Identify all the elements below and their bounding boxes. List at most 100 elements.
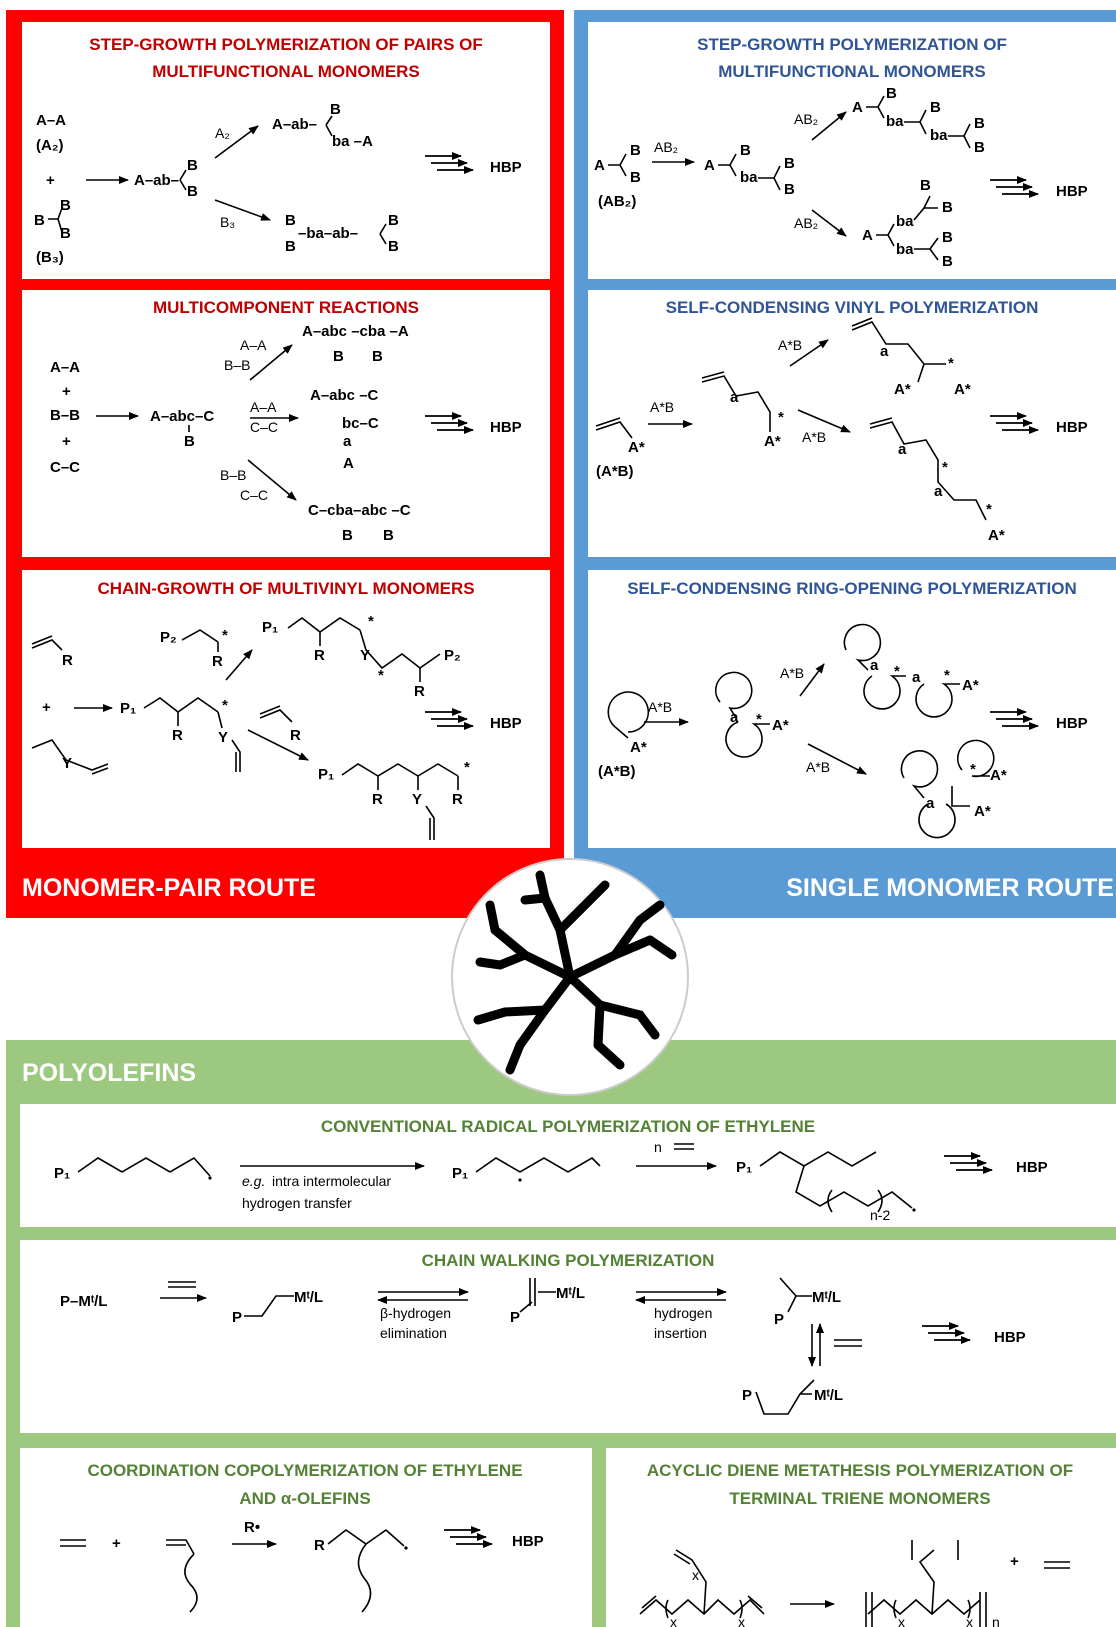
pl-astar: A* <box>988 527 1005 544</box>
int-star: * <box>778 409 784 426</box>
arrow-label: A*B <box>806 759 830 775</box>
pu-a: A <box>852 99 863 116</box>
route-label-single-monomer: SINGLE MONOMER ROUTE <box>786 874 1114 902</box>
p2-label: P₂ <box>160 629 177 646</box>
repeat-x: x <box>692 1567 699 1583</box>
repeat-label: n-2 <box>870 1207 890 1223</box>
elim-label: β-hydrogen <box>380 1305 451 1321</box>
catalyst-label: Mᵗ/L <box>294 1289 323 1306</box>
radical-star: * <box>222 627 228 644</box>
intermediate-b: B <box>184 433 195 450</box>
panel-coordination <box>20 1448 592 1627</box>
panel-chain-growth-multivinyl <box>22 570 550 848</box>
m-astar: A* <box>628 439 645 456</box>
product-mid: A–abc –C <box>310 387 379 404</box>
hbp-label: HBP <box>490 159 522 176</box>
pl-a: a <box>898 441 907 458</box>
monomer-code: (AB₂) <box>598 193 636 210</box>
int-a: a <box>730 389 739 406</box>
p1-label: P₁ <box>54 1165 70 1182</box>
hbp-label: HBP <box>490 419 522 436</box>
monomer-code: (A*B) <box>596 463 634 480</box>
pt-b2: B <box>372 348 383 365</box>
panel-title: STEP-GROWTH POLYMERIZATION OF PAIRS OF <box>89 35 483 54</box>
product-mid4: A <box>343 455 354 472</box>
arrow-label-n: n <box>654 1139 662 1155</box>
plus-sign: + <box>62 383 71 400</box>
r-group: R <box>212 653 223 670</box>
panel-title: SELF-CONDENSING RING-OPENING POLYMERIZAT… <box>627 579 1077 598</box>
pl-b4: B <box>942 253 953 270</box>
elim-label2: elimination <box>380 1325 447 1341</box>
arrow-label: A*B <box>648 699 672 715</box>
b3-b-bot: B <box>60 225 71 242</box>
monomer-b3-code: (B₃) <box>36 249 64 266</box>
int-a: A <box>704 157 715 174</box>
panel-title-line2: MULTIFUNCTIONAL MONOMERS <box>718 62 986 81</box>
int-b-bot: B <box>187 183 198 200</box>
pu-a2: a <box>912 669 921 686</box>
r-group: R <box>172 727 183 744</box>
hbp-label: HBP <box>1056 183 1088 200</box>
pu-b: B <box>330 101 341 118</box>
hbp-label: HBP <box>1056 715 1088 732</box>
pt-b1: B <box>333 348 344 365</box>
ins-label2: insertion <box>654 1325 707 1341</box>
pu-b3: B <box>974 115 985 132</box>
arrow-label: C–C <box>250 419 278 435</box>
repeat-x: x <box>738 1614 745 1627</box>
section-label-polyolefins: POLYOLEFINS <box>22 1059 196 1087</box>
p1-label: P₁ <box>452 1165 468 1182</box>
ab2-b-top: B <box>630 142 641 159</box>
plus-sign: + <box>42 699 51 716</box>
pu-star2: * <box>944 667 950 684</box>
repeat-n: n <box>992 1614 1000 1627</box>
int-astar: A* <box>772 717 789 734</box>
hbp-label: HBP <box>1056 419 1088 436</box>
arrow-label: B–B <box>224 357 250 373</box>
panel-title-line2: TERMINAL TRIENE MONOMERS <box>729 1489 990 1508</box>
r-group: R <box>314 647 325 664</box>
pl-b2: B <box>285 238 296 255</box>
hbp-label: HBP <box>1016 1159 1048 1176</box>
pl-b1: B <box>920 177 931 194</box>
pb-b1: B <box>342 527 353 544</box>
monomer-cc: C–C <box>50 459 80 476</box>
panel-chain-walking <box>20 1240 1116 1433</box>
panel-admet <box>606 1448 1116 1627</box>
panel-title-line2: MULTIFUNCTIONAL MONOMERS <box>152 62 420 81</box>
product-lower: –ba–ab– <box>298 225 358 242</box>
p-label: P <box>774 1311 784 1328</box>
ab2-b-bot: B <box>630 169 641 186</box>
hbp-label: HBP <box>490 715 522 732</box>
p-label: P <box>510 1309 520 1326</box>
pl-star: * <box>942 459 948 476</box>
panel-radical-ethylene <box>20 1104 1116 1227</box>
panel-title: COORDINATION COPOLYMERIZATION OF ETHYLEN… <box>87 1461 522 1480</box>
product-mid2: bc–C <box>342 415 379 432</box>
pl-b2: B <box>942 199 953 216</box>
pu-astar: A* <box>962 677 979 694</box>
intermediate: A–ab– <box>134 172 179 189</box>
panel-title: CHAIN-GROWTH OF MULTIVINYL MONOMERS <box>97 579 474 598</box>
arrow-label: A–A <box>250 399 277 415</box>
panel-title: ACYCLIC DIENE METATHESIS POLYMERIZATION … <box>647 1461 1073 1480</box>
catalyst-label: Mᵗ/L <box>556 1285 585 1302</box>
pl-b3: B <box>388 212 399 229</box>
pu-a: a <box>880 343 889 360</box>
panel-title: MULTICOMPONENT REACTIONS <box>153 298 419 317</box>
int-b3: B <box>784 181 795 198</box>
int-a: a <box>730 709 739 726</box>
arrow-label: A*B <box>650 399 674 415</box>
pl-a: a <box>926 795 935 812</box>
int-star: * <box>756 711 762 728</box>
arrow-label: A*B <box>802 429 826 445</box>
route-label-monomer-pair: MONOMER-PAIR ROUTE <box>22 874 316 902</box>
plus-sign: + <box>1010 1553 1019 1570</box>
product-top: A–abc –cba –A <box>302 323 409 340</box>
ab2-a: A <box>594 157 605 174</box>
pu-astar: A* <box>894 381 911 398</box>
m-astar: A* <box>630 739 647 756</box>
pb-b2: B <box>383 527 394 544</box>
